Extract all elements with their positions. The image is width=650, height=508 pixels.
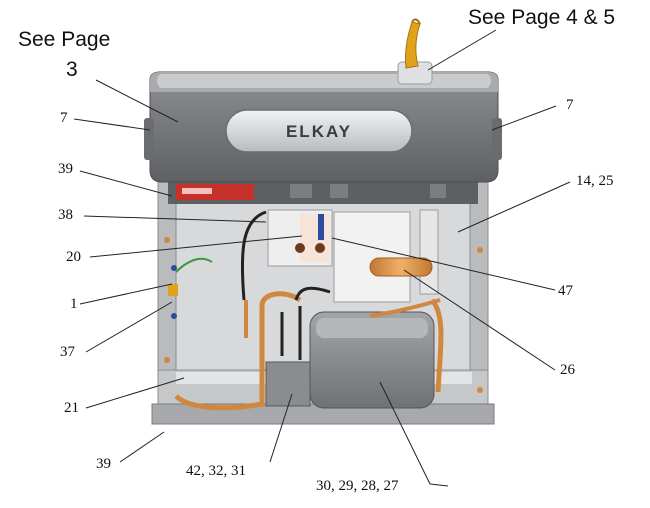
leader-lines — [73, 29, 571, 487]
callout-see-page-3-line2[interactable]: 3 — [66, 58, 78, 81]
callout-part-42-32-31: 42, 32, 31 — [186, 463, 246, 479]
mounting-bracket — [168, 180, 478, 204]
callout-part-38: 38 — [58, 207, 73, 223]
callout-part-39-top: 39 — [58, 161, 73, 177]
callout-part-7-right: 7 — [566, 97, 574, 113]
callout-part-20: 20 — [66, 249, 81, 265]
callout-part-37: 37 — [60, 344, 75, 360]
callout-part-26: 26 — [560, 362, 575, 378]
callout-part-21: 21 — [64, 400, 79, 416]
callout-see-page-4-5[interactable]: See Page 4 & 5 — [468, 6, 616, 29]
callout-part-7-left: 7 — [60, 110, 68, 126]
callout-part-30-29-28-27: 30, 29, 28, 27 — [316, 478, 399, 494]
callout-part-47: 47 — [558, 283, 573, 299]
callout-part-14-25: 14, 25 — [576, 173, 614, 189]
callout-part-39-bottom: 39 — [96, 456, 111, 472]
callout-part-1: 1 — [70, 296, 78, 312]
brand-text: ELKAY — [286, 122, 352, 141]
bubbler — [397, 18, 433, 85]
brand-badge: ELKAY — [225, 109, 413, 153]
internal-components — [168, 209, 444, 411]
callout-see-page-3-line1[interactable]: See Page — [18, 28, 111, 51]
